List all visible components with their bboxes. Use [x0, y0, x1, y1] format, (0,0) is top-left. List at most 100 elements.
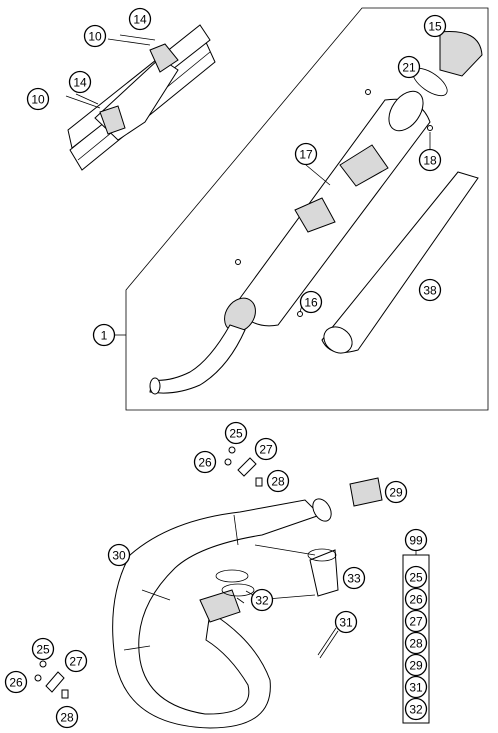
- callout-27-text: 27: [69, 655, 83, 669]
- callout-14: 14: [128, 7, 152, 31]
- callout-26-text: 26: [9, 676, 23, 690]
- callout-21: 21: [397, 55, 421, 79]
- callout-16-text: 16: [304, 296, 318, 310]
- callout-26: 26: [193, 450, 217, 474]
- callout-18-text: 18: [423, 154, 437, 168]
- kit-item-32: 32: [404, 697, 428, 721]
- washer-28-lower: [61, 689, 69, 699]
- callout-33: 33: [342, 566, 366, 590]
- end-cap: [439, 30, 483, 77]
- callout-26: 26: [4, 670, 28, 694]
- callout-28: 28: [55, 705, 79, 729]
- callout-17: 17: [294, 142, 318, 166]
- callout-38: 38: [418, 278, 442, 302]
- bolt-26-upper: [224, 458, 232, 466]
- callout-32-text: 32: [255, 594, 269, 608]
- canister-end: [388, 90, 424, 132]
- upper-bracket-17: [339, 144, 389, 187]
- o-ring-32b: [221, 583, 255, 597]
- rivet-upper: [365, 89, 371, 95]
- kit-item-28: 28: [404, 631, 428, 655]
- pipe-end: [149, 377, 161, 395]
- pipe-outlet: [312, 498, 332, 522]
- callout-29-text: 29: [389, 486, 403, 500]
- manifold-33: [309, 549, 339, 597]
- callout-kit-header: 99: [404, 528, 428, 552]
- callout-14-text: 14: [73, 76, 87, 90]
- hardware-upper: [224, 446, 263, 487]
- callout-25: 25: [224, 421, 248, 445]
- callout-31-text: 31: [339, 616, 353, 630]
- kit-item-29: 29: [404, 653, 428, 677]
- callout-38-text: 38: [423, 284, 437, 298]
- hardware-lower: [34, 660, 69, 699]
- kit-item-26: 26: [404, 587, 428, 611]
- callout-14: 14: [68, 70, 92, 94]
- kit-item-32-text: 32: [409, 703, 423, 717]
- callout-27: 27: [254, 437, 278, 461]
- nut-25-lower: [39, 660, 47, 668]
- callout-25: 25: [31, 637, 55, 661]
- callout-30-text: 30: [112, 549, 126, 563]
- clamp-27-lower: [45, 671, 65, 693]
- callout-30: 30: [107, 543, 131, 567]
- kit-item-27-text: 27: [409, 615, 423, 629]
- callout-10-text: 10: [31, 93, 45, 107]
- kit-item-25-text: 25: [409, 571, 423, 585]
- exhaust-pipe: [112, 499, 321, 729]
- clamp-27-upper: [237, 457, 257, 477]
- callout-14-text: 14: [133, 13, 147, 27]
- callout-1-text: 1: [101, 329, 108, 343]
- callout-15: 15: [423, 14, 447, 38]
- rivet-16: [297, 311, 303, 317]
- callout-27: 27: [64, 649, 88, 673]
- spring-31: [317, 627, 339, 659]
- callout-15-text: 15: [428, 20, 442, 34]
- callout-28: 28: [266, 469, 290, 493]
- assembly-frame: [125, 7, 489, 411]
- kit-item-25: 25: [404, 565, 428, 589]
- callout-32: 32: [250, 588, 274, 612]
- inlet-pipe: [149, 324, 246, 394]
- callout-labels: 1 10 10 14 14 15 16 17 18 21 38 25 26 27 28 29 30 31 32 33 2…: [4, 7, 447, 729]
- callout-1: 1: [92, 323, 116, 347]
- kit-item-28-text: 28: [409, 637, 423, 651]
- silencer-canister: [234, 98, 431, 327]
- callout-16: 16: [299, 290, 323, 314]
- callout-25-text: 25: [36, 643, 50, 657]
- callout-10-text: 10: [88, 30, 102, 44]
- kit-item-31: 31: [404, 675, 428, 699]
- o-ring-32a: [215, 569, 249, 583]
- callout-27-text: 27: [259, 443, 273, 457]
- bolt-26-lower: [34, 674, 42, 682]
- callout-17-text: 17: [299, 148, 313, 162]
- silencer-assembly: [114, 30, 483, 395]
- callout-28-text: 28: [60, 711, 74, 725]
- rivet: [235, 259, 241, 265]
- nut-25-upper: [228, 446, 236, 454]
- insert-end: [323, 326, 353, 354]
- callout-kit-header-text: 99: [409, 534, 423, 548]
- washer-28-upper: [255, 477, 263, 487]
- lower-bracket-17: [294, 197, 336, 233]
- callout-10: 10: [83, 24, 107, 48]
- kit-item-26-text: 26: [409, 593, 423, 607]
- bracket-detail: [65, 24, 216, 171]
- callout-21-text: 21: [402, 61, 416, 75]
- kit-item-27: 27: [404, 609, 428, 633]
- callout-33-text: 33: [347, 572, 361, 586]
- kit-item-29-text: 29: [409, 659, 423, 673]
- callout-18: 18: [418, 148, 442, 172]
- rivet-18: [427, 125, 433, 131]
- callout-26-text: 26: [198, 456, 212, 470]
- callout-10: 10: [26, 87, 50, 111]
- manifold-rim: [307, 548, 337, 562]
- screw-lower: [75, 93, 99, 105]
- callout-31: 31: [334, 610, 358, 634]
- pipe-flange: [199, 589, 241, 623]
- screw-upper: [119, 34, 156, 41]
- upper-mount-bracket: [149, 43, 179, 73]
- kit-99-list: 99 25 26 27 28 29 31 32: [404, 528, 428, 721]
- sleeve-29: [349, 477, 383, 507]
